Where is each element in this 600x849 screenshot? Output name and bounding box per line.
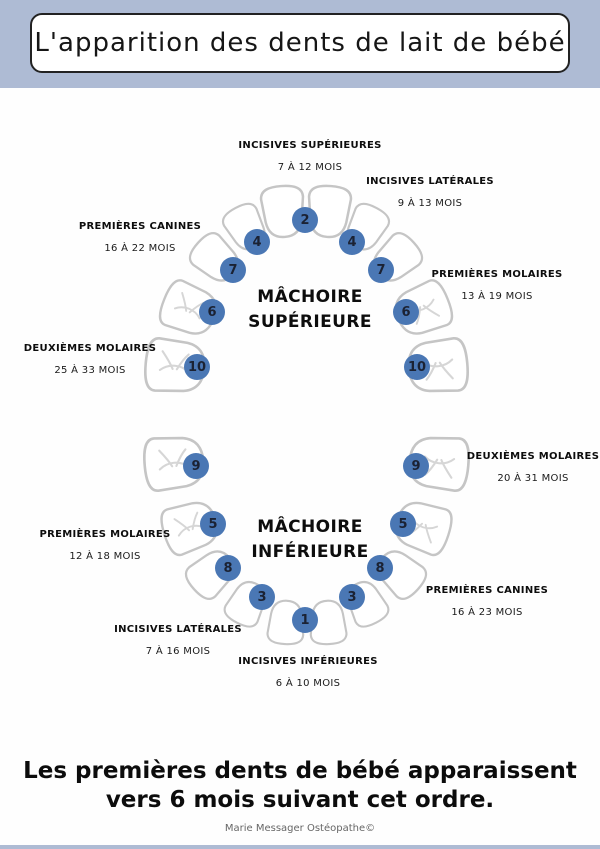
annotation-age: 9 À 13 MOIS [397,198,463,209]
annotation-deuxiemes-molaires-sup: DEUXIÈMES MOLAIRES 25 À 33 MOIS [5,343,175,376]
annotation-label: PREMIÈRES CANINES [78,221,202,232]
annotation-age: 25 À 33 MOIS [54,365,126,376]
order-badge-upper-second-molar-left: 10 [184,354,210,380]
order-badge-lower-first-molar-right: 5 [390,511,416,537]
order-badge-upper-second-molar-right: 10 [404,354,430,380]
annotation-label: INCISIVES LATÉRALES [114,624,242,635]
order-badge-upper-first-molar-right: 6 [393,299,419,325]
upper-jaw-title-line1: MÂCHOIRE [257,287,363,307]
annotation-age: 7 À 12 MOIS [277,162,343,173]
order-badge-lower-canine-right: 8 [367,555,393,581]
annotation-deuxiemes-molaires-inf: DEUXIÈMES MOLAIRES 20 À 31 MOIS [458,451,600,484]
upper-jaw-title: MÂCHOIRE SUPÉRIEURE [200,285,420,334]
order-badge-upper-canine-right: 7 [368,257,394,283]
annotation-incisives-laterales-sup: INCISIVES LATÉRALES 9 À 13 MOIS [345,176,515,209]
annotation-label: DEUXIÈMES MOLAIRES [466,451,600,462]
annotation-label: PREMIÈRES CANINES [425,585,549,596]
annotation-label: INCISIVES SUPÉRIEURES [238,140,382,151]
lower-jaw-title-line2: INFÉRIEURE [251,541,369,562]
annotation-premieres-canines-sup: PREMIÈRES CANINES 16 À 22 MOIS [55,221,225,254]
annotation-age: 7 À 16 MOIS [145,646,211,657]
order-badge-upper-lateral-left: 4 [244,229,270,255]
annotation-label: INCISIVES INFÉRIEURES [238,656,378,667]
order-badge-lower-second-molar-left: 9 [183,453,209,479]
order-badge-upper-lateral-right: 4 [339,229,365,255]
annotation-incisives-superieures: INCISIVES SUPÉRIEURES 7 À 12 MOIS [225,140,395,173]
annotation-age: 6 À 10 MOIS [275,678,341,689]
lower-jaw-title-line1: MÂCHOIRE [257,517,363,537]
annotation-incisives-laterales-inf: INCISIVES LATÉRALES 7 À 16 MOIS [93,624,263,657]
annotation-age: 12 À 18 MOIS [69,551,141,562]
lower-jaw-title: MÂCHOIRE INFÉRIEURE [200,515,420,564]
order-badge-lower-first-molar-left: 5 [200,511,226,537]
order-badge-lower-second-molar-right: 9 [403,453,429,479]
footer-heading-line1: Les premières dents de bébé apparaissent [23,758,577,784]
annotation-label: PREMIÈRES MOLAIRES [39,529,171,540]
footer-heading-line2: vers 6 mois suivant cet ordre. [105,786,495,813]
credit-line: Marie Messager Ostéopathe© [224,823,376,834]
page-title: L'apparition des dents de lait de bébé [34,28,566,58]
annotation-age: 13 À 19 MOIS [461,291,533,302]
annotation-age: 16 À 22 MOIS [104,243,176,254]
annotation-premieres-molaires-sup: PREMIÈRES MOLAIRES 13 À 19 MOIS [412,269,582,302]
order-badge-upper-canine-left: 7 [220,257,246,283]
annotation-premieres-canines-inf: PREMIÈRES CANINES 16 À 23 MOIS [402,585,572,618]
order-badge-lower-central: 1 [292,607,318,633]
annotation-premieres-molaires-inf: PREMIÈRES MOLAIRES 12 À 18 MOIS [20,529,190,562]
annotation-label: INCISIVES LATÉRALES [366,176,494,187]
order-badge-upper-first-molar-left: 6 [199,299,225,325]
footer-heading: Les premières dents de bébé apparaissent… [0,757,600,815]
order-badge-lower-lateral-left: 3 [249,584,275,610]
order-badge-lower-lateral-right: 3 [339,584,365,610]
annotation-age: 20 À 31 MOIS [497,473,569,484]
annotation-label: PREMIÈRES MOLAIRES [431,269,563,280]
order-badge-lower-canine-left: 8 [215,555,241,581]
title-box: L'apparition des dents de lait de bébé [30,13,570,73]
annotation-label: DEUXIÈMES MOLAIRES [23,343,157,354]
upper-jaw-title-line2: SUPÉRIEURE [248,311,372,332]
annotation-age: 16 À 23 MOIS [451,607,523,618]
order-badge-upper-central: 2 [292,207,318,233]
annotation-incisives-inferieures: INCISIVES INFÉRIEURES 6 À 10 MOIS [223,656,393,689]
